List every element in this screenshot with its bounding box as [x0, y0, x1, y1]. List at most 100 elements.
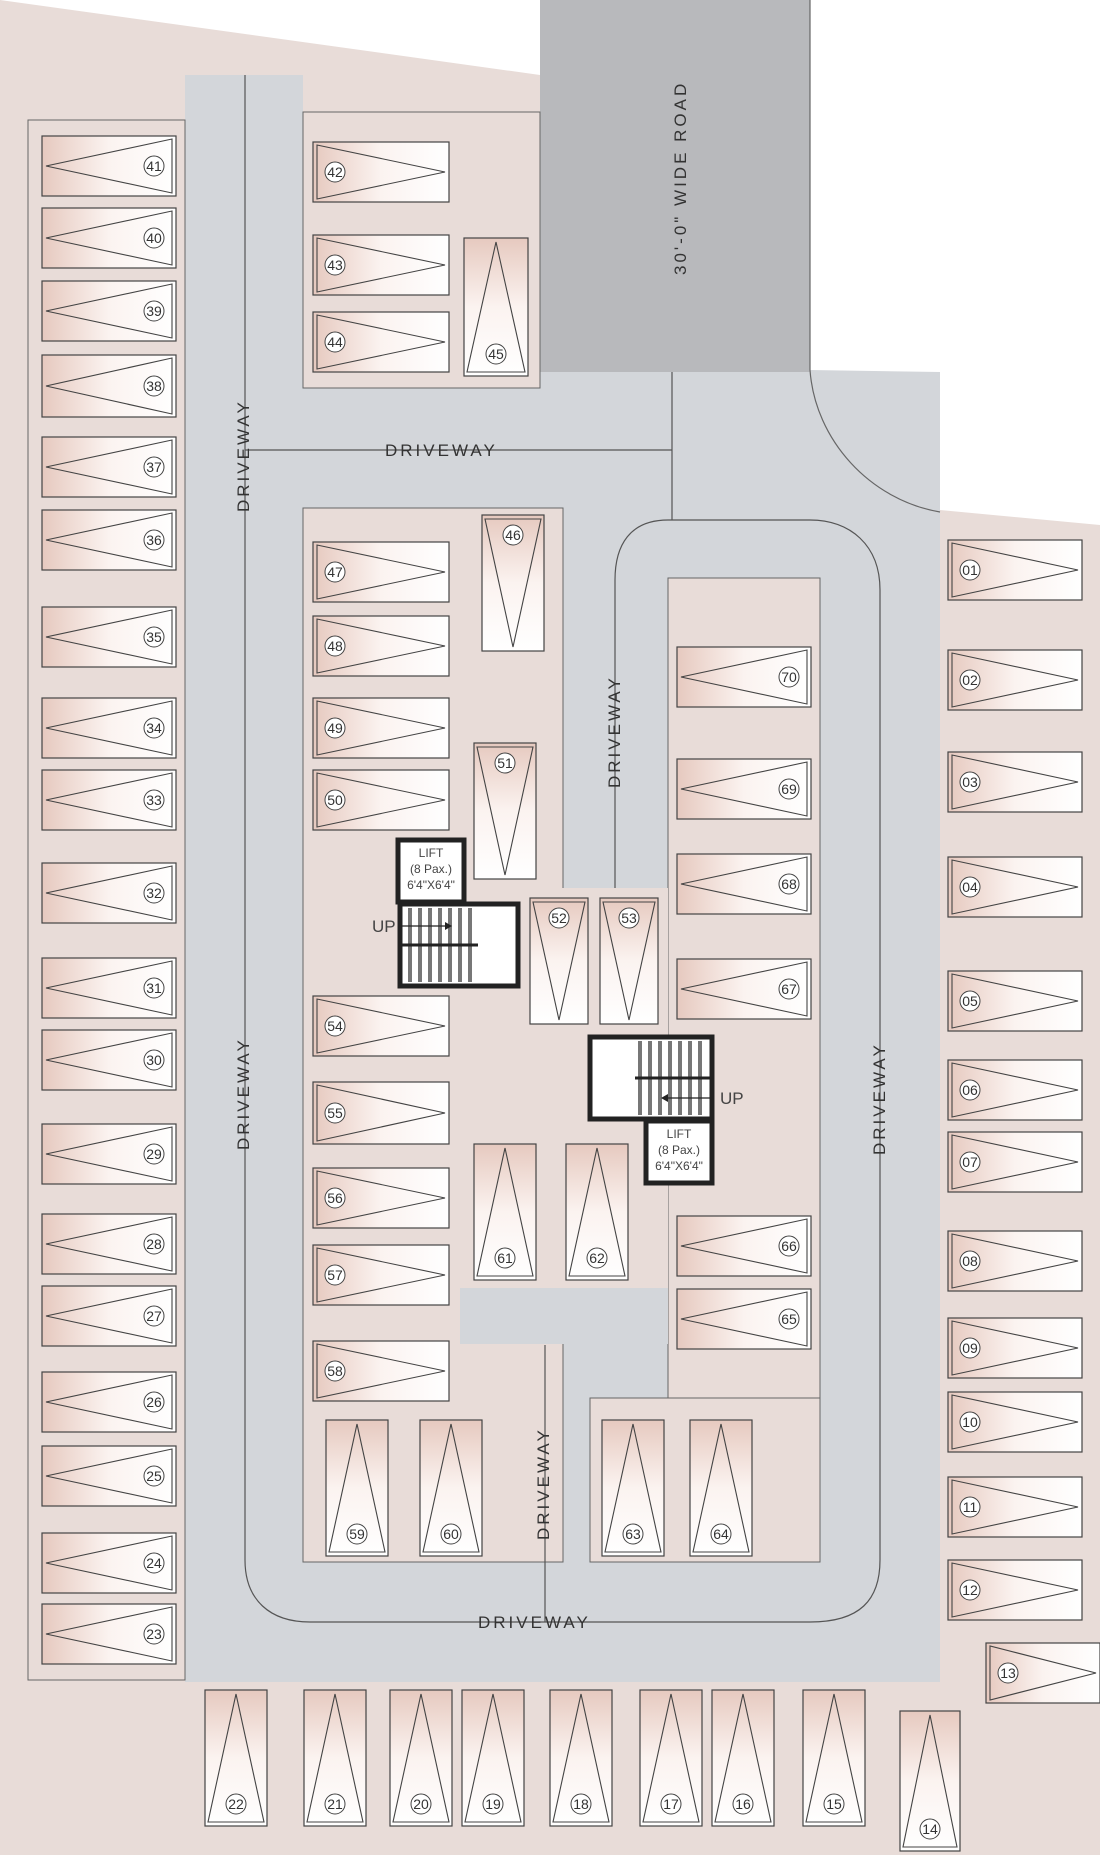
slot-number: 24 [146, 1555, 162, 1571]
slot-triangle [45, 1032, 173, 1088]
road-curb [809, 0, 941, 513]
slot-number: 53 [621, 910, 637, 926]
parking-slot-40: 40 [41, 207, 177, 269]
parking-slot-25: 25 [41, 1445, 177, 1507]
slot-number: 70 [781, 669, 797, 685]
slot-triangle [45, 357, 173, 415]
slot-triangle [466, 241, 526, 373]
slot-number: 05 [962, 993, 978, 1009]
slot-number-circle [324, 635, 346, 657]
slot-number-circle [143, 626, 165, 648]
slot-number-circle [494, 1247, 516, 1269]
slot-number: 03 [962, 774, 978, 790]
slot-number: 08 [962, 1253, 978, 1269]
parking-slot-12: 12 [947, 1559, 1083, 1621]
lift-1 [395, 837, 467, 905]
slot-triangle [604, 1423, 662, 1553]
slot-triangle [552, 1693, 610, 1823]
up-label-1: UP [372, 917, 396, 936]
driveway-label-north: DRIVEWAY [385, 441, 498, 460]
slot-number-circle [143, 717, 165, 739]
slot-number-circle [482, 1793, 504, 1815]
slot-number: 41 [146, 158, 162, 174]
slot-triangle [316, 144, 446, 200]
parking-slot-61: 61 [473, 1143, 537, 1281]
slot-number-circle [959, 990, 981, 1012]
parking-slot-65: 65 [676, 1288, 812, 1350]
slot-triangle [602, 901, 656, 1021]
slot-triangle [951, 973, 1079, 1029]
parking-slot-24: 24 [41, 1532, 177, 1594]
slot-number: 17 [663, 1796, 679, 1812]
slot-triangle [306, 1693, 364, 1823]
slot-number: 32 [146, 885, 162, 901]
slot-triangle [45, 1606, 173, 1662]
slot-number-circle [710, 1523, 732, 1545]
slot-number: 01 [962, 562, 978, 578]
parking-slot-38: 38 [41, 354, 177, 418]
slot-triangle [951, 1562, 1079, 1618]
parking-slot-22: 22 [204, 1689, 268, 1827]
parking-slot-09: 09 [947, 1317, 1083, 1379]
slot-number: 34 [146, 720, 162, 736]
slot-number: 57 [327, 1267, 343, 1283]
slot-number: 61 [497, 1250, 513, 1266]
up-arrow-1-head [445, 922, 452, 930]
slot-number: 59 [349, 1526, 365, 1542]
slot-number: 47 [327, 564, 343, 580]
slot-number-circle [143, 155, 165, 177]
slot-number: 15 [826, 1796, 842, 1812]
driveway-label-south: DRIVEWAY [478, 1613, 591, 1632]
slot-number-circle [324, 331, 346, 353]
slot-number-circle [410, 1793, 432, 1815]
road-label: 30'-0" WIDE ROAD [671, 81, 690, 275]
slot-number: 48 [327, 638, 343, 654]
parking-slot-05: 05 [947, 970, 1083, 1032]
slot-number-circle [143, 1552, 165, 1574]
slot-triangle [328, 1423, 386, 1553]
slot-number-circle [143, 1391, 165, 1413]
slot-number-circle [143, 789, 165, 811]
slot-triangle [316, 1247, 446, 1303]
slot-number-circle [143, 1143, 165, 1165]
driveway-label-west-top: DRIVEWAY [234, 399, 253, 512]
slot-number-circle [959, 876, 981, 898]
parking-slot-29: 29 [41, 1123, 177, 1185]
slot-triangle [902, 1714, 958, 1848]
slot-number: 55 [327, 1105, 343, 1121]
slot-number-circle [778, 1308, 800, 1330]
slot-number-circle [324, 161, 346, 183]
slot-number-circle [778, 778, 800, 800]
slot-number: 39 [146, 303, 162, 319]
slot-number: 16 [735, 1796, 751, 1812]
slot-triangle [45, 439, 173, 495]
driveway-label-south-center: DRIVEWAY [534, 1427, 553, 1540]
slot-triangle [692, 1423, 750, 1553]
slot-triangle [989, 1645, 1097, 1701]
slot-box [711, 1689, 775, 1827]
slot-number: 22 [228, 1796, 244, 1812]
parking-slot-67: 67 [676, 958, 812, 1020]
slot-number-circle [143, 1233, 165, 1255]
slot-number: 31 [146, 980, 162, 996]
slot-number-circle [959, 1250, 981, 1272]
slot-number-circle [618, 907, 640, 929]
parking-slot-18: 18 [549, 1689, 613, 1827]
slot-triangle [45, 960, 173, 1016]
slot-number-circle [143, 300, 165, 322]
parking-slot-68: 68 [676, 853, 812, 915]
slot-triangle [805, 1693, 863, 1823]
slot-number-circle [143, 456, 165, 478]
slot-number: 09 [962, 1340, 978, 1356]
slot-number: 35 [146, 629, 162, 645]
slot-triangle [532, 901, 586, 1021]
slot-triangle [951, 1320, 1079, 1376]
slot-triangle [316, 700, 446, 756]
slot-triangle [316, 314, 446, 370]
slot-number: 33 [146, 792, 162, 808]
parking-slot-62: 62 [565, 1143, 629, 1281]
slot-number-circle [324, 1015, 346, 1037]
parking-slot-08: 08 [947, 1230, 1083, 1292]
slot-number-circle [324, 1187, 346, 1209]
